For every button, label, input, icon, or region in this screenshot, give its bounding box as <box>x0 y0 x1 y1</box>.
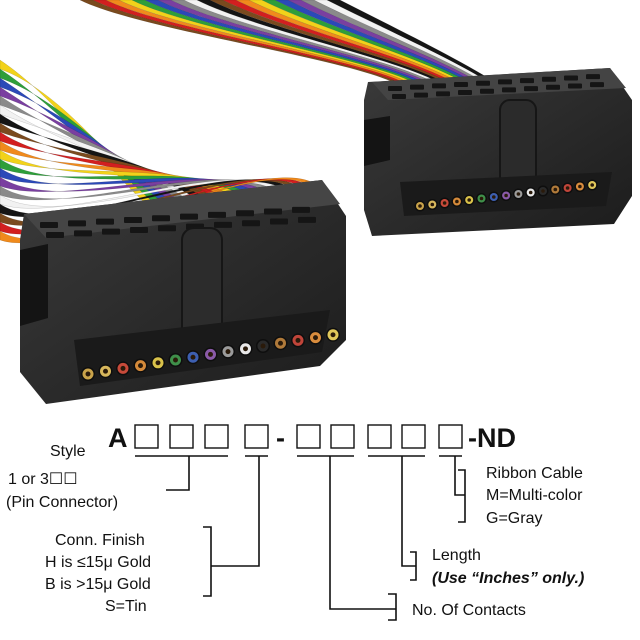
conn-finish-label: Conn. Finish <box>55 532 145 549</box>
finish-box <box>244 424 269 449</box>
finish-s-label: S=Tin <box>105 598 147 615</box>
style-box-3 <box>204 424 229 449</box>
contacts-label: No. Of Contacts <box>412 602 526 619</box>
finish-b-label: B is >15μ Gold <box>45 576 151 593</box>
part-number-suffix: -ND <box>468 423 516 453</box>
connector-left <box>20 180 346 404</box>
ribbon-cable-back <box>79 0 502 87</box>
connector-right <box>364 68 632 236</box>
gray-label: G=Gray <box>486 510 542 527</box>
ribbon-cable-front <box>0 59 321 244</box>
style-box-2 <box>169 424 194 449</box>
ribbon-box <box>438 424 463 449</box>
ribbon-cable-label: Ribbon Cable <box>486 465 583 482</box>
part-number-prefix: A <box>108 423 128 453</box>
part-number-boxes-group-2 <box>296 424 463 449</box>
contacts-box-2 <box>330 424 355 449</box>
style-option-label: 1 or 3☐☐ <box>8 471 78 488</box>
contacts-box-1 <box>296 424 321 449</box>
multi-color-label: M=Multi-color <box>486 487 583 504</box>
finish-h-label: H is ≤15μ Gold <box>45 554 151 571</box>
style-box-1 <box>134 424 159 449</box>
length-label: Length <box>432 547 481 564</box>
part-number: A - -ND <box>108 423 516 453</box>
length-box-1 <box>367 424 392 449</box>
style-label: Style <box>50 443 86 460</box>
length-box-2 <box>401 424 426 449</box>
pin-connector-label: (Pin Connector) <box>6 494 118 511</box>
leader-lines <box>166 456 466 621</box>
part-number-boxes-group-1 <box>134 424 269 449</box>
part-number-dash: - <box>276 423 285 453</box>
length-note-label: (Use “Inches” only.) <box>432 570 584 587</box>
